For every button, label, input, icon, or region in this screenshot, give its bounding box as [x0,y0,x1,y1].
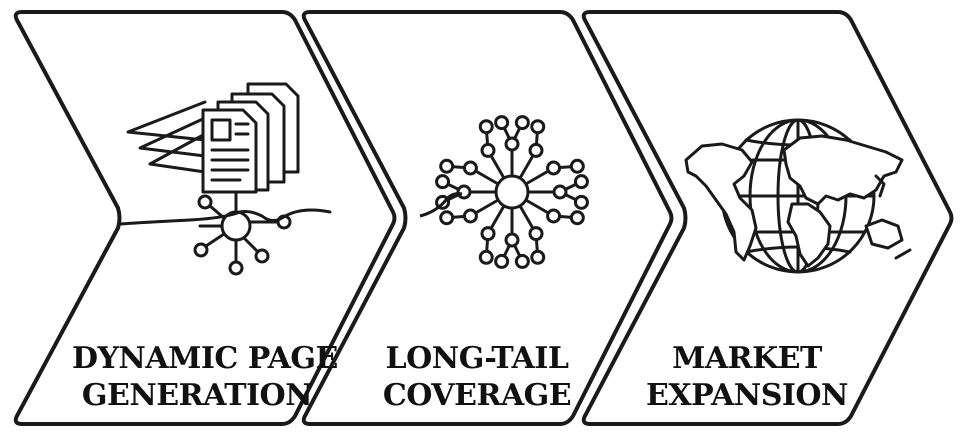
network-node [478,249,494,265]
step-1-label: DYNAMIC PAGE GENERATION [72,340,338,414]
step-3-label-line1: MARKET [672,341,822,376]
step-3-chevron [581,10,954,426]
continent-africa [786,202,832,268]
network-node [462,160,478,176]
network-node [494,115,510,131]
network-node [528,142,544,158]
network-node [514,115,530,131]
network-node [494,253,510,269]
network-node [480,226,496,242]
globe-map-icon [684,118,912,274]
step-2-connector [419,192,463,218]
network-node [504,136,520,152]
network-node [573,174,589,190]
network-node [439,158,455,174]
network-node [478,119,494,135]
branching-network-icon [435,115,589,269]
network-node [569,158,585,174]
network-node [552,184,568,200]
step-3-label: MARKET EXPANSION [642,340,852,414]
step-1-label-line1: DYNAMIC PAGE [72,341,338,376]
network-node [546,160,562,176]
network-node [494,174,530,210]
continent-australia [864,218,904,250]
continent-eurasia [782,134,904,206]
network-node [569,210,585,226]
step-2-label-line1: LONG-TAIL [385,341,569,376]
network-node [514,253,530,269]
step-2-chevron [301,10,674,426]
step-3-label-line2: EXPANSION [646,378,848,413]
network-node [573,194,589,210]
network-node [528,226,544,242]
step-2-label: LONG-TAIL COVERAGE [372,340,582,414]
network-node [462,208,478,224]
network-node [435,174,451,190]
network-node [456,184,472,200]
network-node [504,232,520,248]
step-1-label-line2: GENERATION [81,378,313,413]
continent-americas [684,142,758,262]
documents-network-icon [126,82,300,276]
network-node [530,119,546,135]
network-node [530,249,546,265]
network-node [546,208,562,224]
network-node [439,210,455,226]
step-1-chevron [13,10,397,426]
network-node [480,142,496,158]
step-2-label-line2: COVERAGE [382,378,572,413]
